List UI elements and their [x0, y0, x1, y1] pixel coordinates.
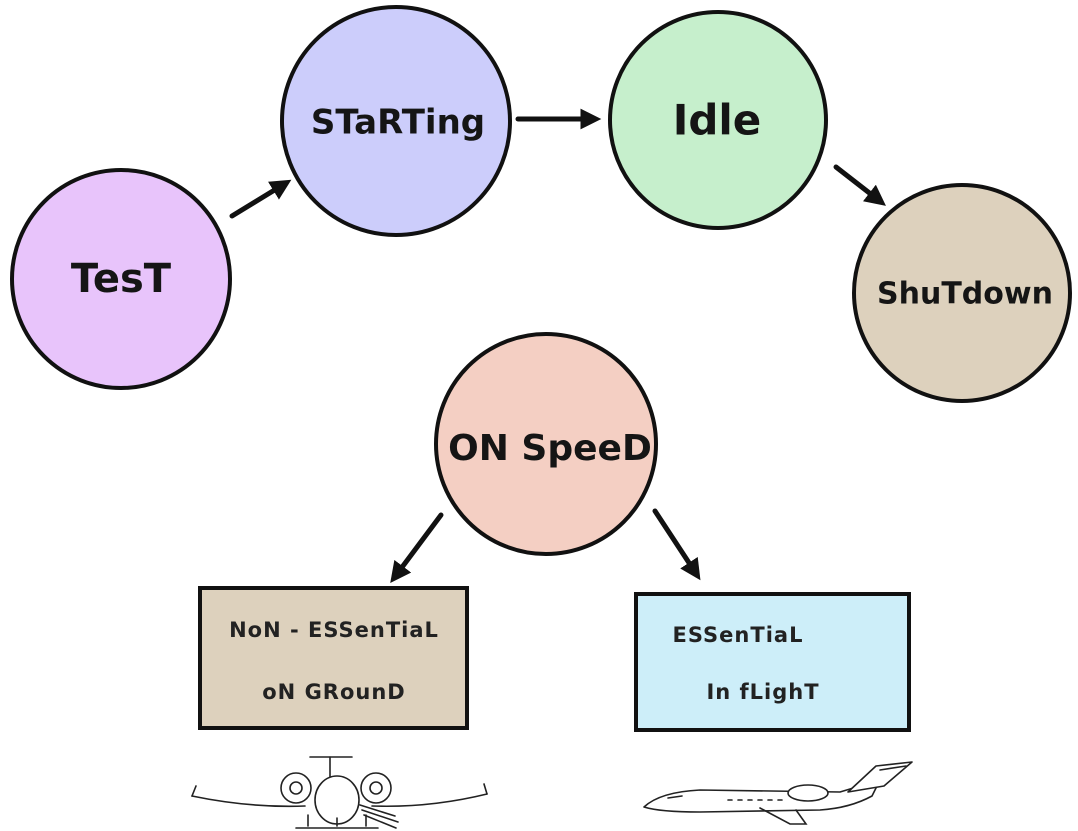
arrow-test-to-starting: [229, 179, 292, 219]
state-idle: Idle: [608, 10, 828, 230]
wing-tip-right: [483, 783, 488, 795]
mode-essential-line1: ESSenTiaL: [673, 623, 804, 647]
mode-non-essential: NoN - ESSenTiaL oN GRounD: [198, 586, 469, 730]
engine-right-hub: [369, 781, 383, 795]
state-idle-label: Idle: [673, 96, 762, 145]
landing-gear: [295, 814, 379, 829]
fuselage: [314, 775, 360, 825]
arrow-idle-to-shutdown: [833, 164, 886, 206]
state-shutdown: ShuTdown: [852, 183, 1072, 403]
state-idle-circle: [608, 10, 828, 230]
state-shutdown-label: ShuTdown: [877, 277, 1053, 312]
wing-tip-left: [191, 785, 197, 797]
tail-fin-detail: [879, 765, 907, 771]
wing-side: [759, 807, 808, 825]
fuselage-side: [643, 779, 881, 813]
engine-left-hub: [289, 781, 303, 795]
state-test-label: TesT: [71, 256, 172, 302]
state-test: TesT: [10, 168, 232, 390]
state-on-speed: ON SpeeD: [434, 332, 658, 556]
cockpit-window: [667, 795, 683, 799]
state-starting-circle: [280, 5, 512, 237]
transition-arrows: [229, 108, 886, 584]
mode-essential-box: [634, 592, 911, 732]
exhaust-streaks: [359, 804, 399, 829]
state-on-speed-circle: [434, 332, 658, 556]
engine-nacelle: [787, 784, 829, 802]
arrow-onspeed-to-essential: [652, 508, 701, 581]
wing-right: [371, 793, 488, 808]
arrow-onspeed-to-non-essential: [390, 512, 444, 584]
tail-fin-side: [847, 761, 913, 793]
state-starting: STaRTing: [280, 5, 512, 237]
state-shutdown-circle: [852, 183, 1072, 403]
state-starting-label: STaRTing: [311, 103, 485, 143]
mode-non-essential-box: [198, 586, 469, 730]
state-on-speed-label: ON SpeeD: [448, 428, 652, 469]
mode-non-essential-line2: oN GRounD: [262, 680, 405, 704]
wing-left: [191, 795, 306, 808]
aircraft-side-view-illustration: [643, 761, 913, 825]
mode-non-essential-line1: NoN - ESSenTiaL: [229, 618, 439, 642]
aircraft-front-view-illustration: [191, 756, 488, 829]
mode-essential-line2: In fLighT: [706, 680, 819, 704]
state-test-circle: [10, 168, 232, 390]
mode-essential: ESSenTiaL In fLighT: [634, 592, 911, 732]
